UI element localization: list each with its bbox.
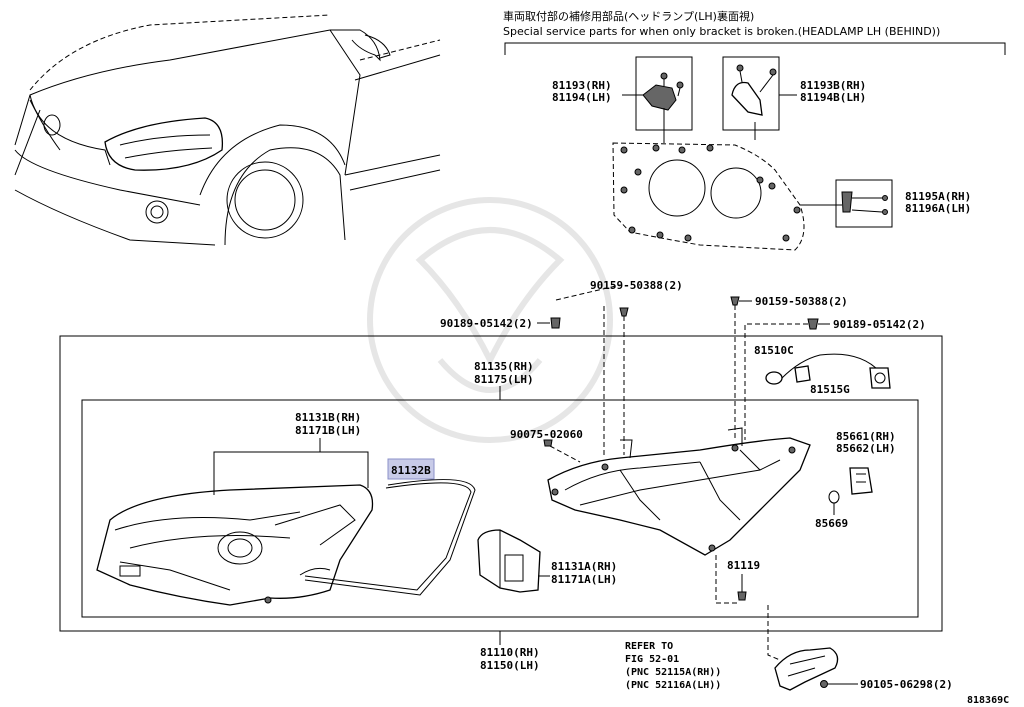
header-jp-title: 車両取付部の補修用部品(ヘッドランプ(LH)裏面視) [503, 9, 754, 23]
label-90189-right: 90189-05142(2) [833, 318, 926, 331]
watermark-logo [367, 197, 613, 443]
label-81135-rh: 81135(RH) [474, 360, 534, 373]
label-pnc-rh: (PNC 52115A(RH)) [625, 667, 721, 678]
diagram-id: 818369C [967, 695, 1009, 706]
label-pnc-lh: (PNC 52116A(LH)) [625, 680, 721, 691]
screw-90159-right [730, 296, 752, 440]
bracket-81193-part [642, 72, 684, 111]
bracket-81195a-part [800, 191, 888, 215]
label-81510c: 81510C [754, 344, 794, 357]
label-81175-lh: 81175(LH) [474, 373, 534, 386]
label-81131b-rh: 81131B(RH) [295, 411, 361, 424]
label-90105: 90105-06298(2) [860, 678, 953, 691]
screw-90159-left [555, 284, 629, 455]
headlamp-housing [547, 427, 811, 556]
screw-90189-left [537, 317, 561, 329]
label-81193-rh: 81193(RH) [552, 79, 612, 92]
header-bracket [504, 42, 1006, 55]
label-81150-lh: 81150(LH) [480, 659, 540, 672]
label-81132b[interactable]: 81132B [391, 464, 431, 477]
headlamp-lens-assembly [96, 484, 374, 606]
socket-85661 [849, 467, 873, 495]
bumper-bracket [767, 605, 858, 691]
label-85669: 85669 [815, 517, 848, 530]
label-81194b-lh: 81194B(LH) [800, 91, 866, 104]
label-81195a-rh: 81195A(RH) [905, 190, 971, 203]
label-81515g: 81515G [810, 383, 850, 396]
label-81131a-rh: 81131A(RH) [551, 560, 617, 573]
bracket-box-81193b [722, 56, 780, 131]
wiring-harness [765, 353, 891, 389]
label-81171b-lh: 81171B(LH) [295, 424, 361, 437]
label-81193b-rh: 81193B(RH) [800, 79, 866, 92]
lamp-unit-81131a [477, 529, 541, 593]
screw-90075 [543, 439, 581, 463]
label-90075: 90075-02060 [510, 428, 583, 441]
outer-assembly-frame [59, 335, 943, 632]
highlight-81132b[interactable] [387, 458, 435, 480]
label-85661-rh: 85661(RH) [836, 430, 896, 443]
headlamp-back-plate [612, 108, 805, 251]
oring-85669 [828, 490, 840, 515]
label-refer-to: REFER TO [625, 641, 673, 652]
label-81171a-lh: 81171A(LH) [551, 573, 617, 586]
screw-81119 [715, 555, 747, 604]
label-81194-lh: 81194(LH) [552, 91, 612, 104]
bracket-box-81195a [835, 179, 893, 228]
label-81119: 81119 [727, 559, 760, 572]
label-85662-lh: 85662(LH) [836, 442, 896, 455]
bracket-81193b-part [731, 64, 777, 116]
car-illustration [14, 14, 441, 246]
header-en-title: Special service parts for when only brac… [503, 25, 940, 38]
screw-90189-right [744, 318, 830, 440]
gasket-81132b [304, 479, 476, 596]
label-90159-left: 90159-50388(2) [590, 279, 683, 292]
label-90189-left: 90189-05142(2) [440, 317, 533, 330]
label-90159-right: 90159-50388(2) [755, 295, 848, 308]
label-81110-rh: 81110(RH) [480, 646, 540, 659]
label-fig-ref[interactable]: FIG 52-01 [625, 654, 679, 665]
label-81196a-lh: 81196A(LH) [905, 202, 971, 215]
